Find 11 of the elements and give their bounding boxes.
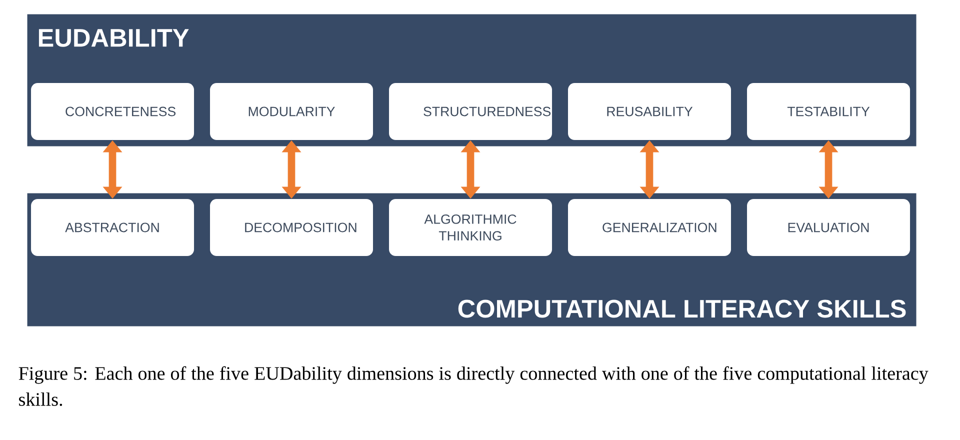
- label-box: EVALUATION: [747, 199, 910, 256]
- label-box: DECOMPOSITION: [210, 199, 373, 256]
- caption: Figure 5: Each one of the five EUDability dimensions is directly connected with one of the five computational literacy skills.: [18, 366, 928, 406]
- label-box: CONCRETENESS: [31, 83, 194, 140]
- label-box: ALGORITHMIC THINKING: [389, 199, 552, 256]
- label-box: GENERALIZATION: [568, 199, 731, 256]
- label-box: STRUCTUREDNESS: [389, 83, 552, 140]
- label-box: REUSABILITY: [568, 83, 731, 140]
- label-box: MODULARITY: [210, 83, 373, 140]
- label-box: ABSTRACTION: [31, 199, 194, 256]
- label-box: TESTABILITY: [747, 83, 910, 140]
